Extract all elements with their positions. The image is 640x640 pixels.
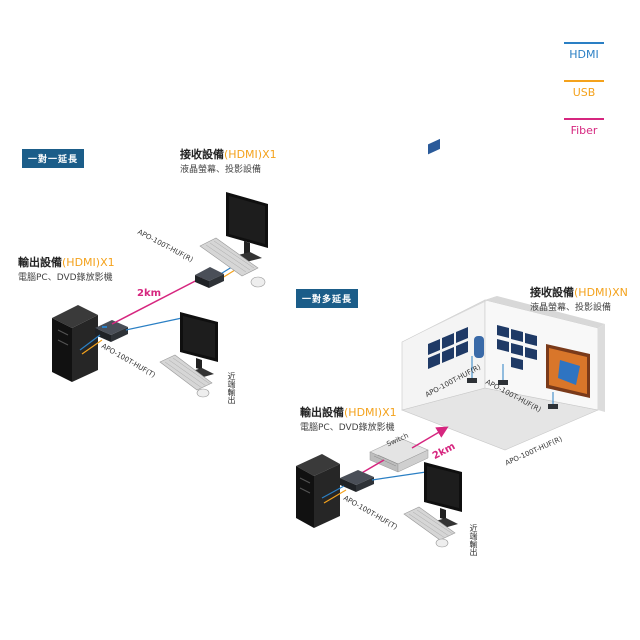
sender-title-text: 輸出設備: [18, 256, 62, 269]
transmitter-box-icon: [340, 470, 374, 492]
mouse-icon: [435, 538, 449, 548]
sender-title: 輸出設備(HDMI)X1: [18, 254, 115, 270]
fiber-link: [359, 459, 385, 475]
receiver-title-count: X1: [262, 148, 277, 161]
receiver-title-suffix: (HDMI): [574, 286, 613, 299]
keyboard-icon: [199, 237, 259, 277]
local-monitor-icon: [424, 462, 462, 528]
keyboard-icon: [159, 354, 213, 391]
sender-title-count: X1: [382, 406, 397, 419]
legend-usb: USB: [564, 80, 604, 99]
sender-title-suffix: (HDMI): [344, 406, 383, 419]
sender-subtitle: 電腦PC、DVD錄放影機: [18, 273, 113, 283]
pc-tower-icon: [296, 454, 340, 528]
sender-subtitle: 電腦PC、DVD錄放影機: [300, 423, 395, 433]
local-output-label: 近端輸出: [469, 524, 478, 556]
mouse-icon: [196, 388, 210, 398]
sender-title-count: X1: [100, 256, 115, 269]
mouse-icon: [250, 276, 266, 288]
network-switch-icon: [369, 437, 429, 473]
legend-hdmi: HDMI: [564, 42, 604, 61]
receiver-title: 接收設備(HDMI)X1: [180, 146, 277, 162]
legend-label-fiber: Fiber: [570, 124, 598, 137]
legend-label-usb: USB: [572, 86, 596, 99]
receiver-monitor-icon: [226, 192, 268, 262]
legend-fiber: Fiber: [564, 118, 604, 137]
sender-title: 輸出設備(HDMI)X1: [300, 404, 397, 420]
sender-title-suffix: (HDMI): [62, 256, 101, 269]
legend-swatch-usb: [564, 80, 604, 82]
receiver-box-icon: [467, 378, 477, 383]
section-tag-one-to-many: 一對多延長: [296, 289, 359, 308]
receiver-title: 接收設備(HDMI)XN: [530, 284, 628, 300]
legend-swatch-hdmi: [564, 42, 604, 44]
pc-tower-icon: [52, 305, 98, 382]
receiver-title-count: XN: [612, 286, 628, 299]
keyboard-icon: [403, 506, 456, 541]
receiver-title-text: 接收設備: [530, 286, 574, 299]
section-tag-one-to-one: 一對一延長: [22, 149, 85, 168]
receiver-box-icon: [195, 267, 224, 288]
sender-title-text: 輸出設備: [300, 406, 344, 419]
monitor-array-left: [428, 327, 484, 369]
receiver-title-text: 接收設備: [180, 148, 224, 161]
receiver-subtitle: 液晶螢幕、投影設備: [180, 165, 262, 175]
video-wall-left: [428, 138, 440, 155]
receiver-box-icon: [548, 404, 558, 409]
large-display: [546, 344, 590, 398]
receiver-box-icon: [498, 380, 508, 385]
legend-label-hdmi: HDMI: [569, 48, 599, 61]
monitor-array-center: [497, 325, 537, 370]
fiber-link: [411, 426, 449, 449]
receiver-title-suffix: (HDMI): [224, 148, 263, 161]
receiver-subtitle: 液晶螢幕、投影設備: [530, 303, 612, 313]
transmitter-box-icon: [95, 320, 128, 342]
local-output-label: 近端輸出: [227, 372, 236, 404]
fiber-link: [111, 275, 206, 325]
distance-label: 2km: [137, 288, 162, 299]
legend-swatch-fiber: [564, 118, 604, 120]
